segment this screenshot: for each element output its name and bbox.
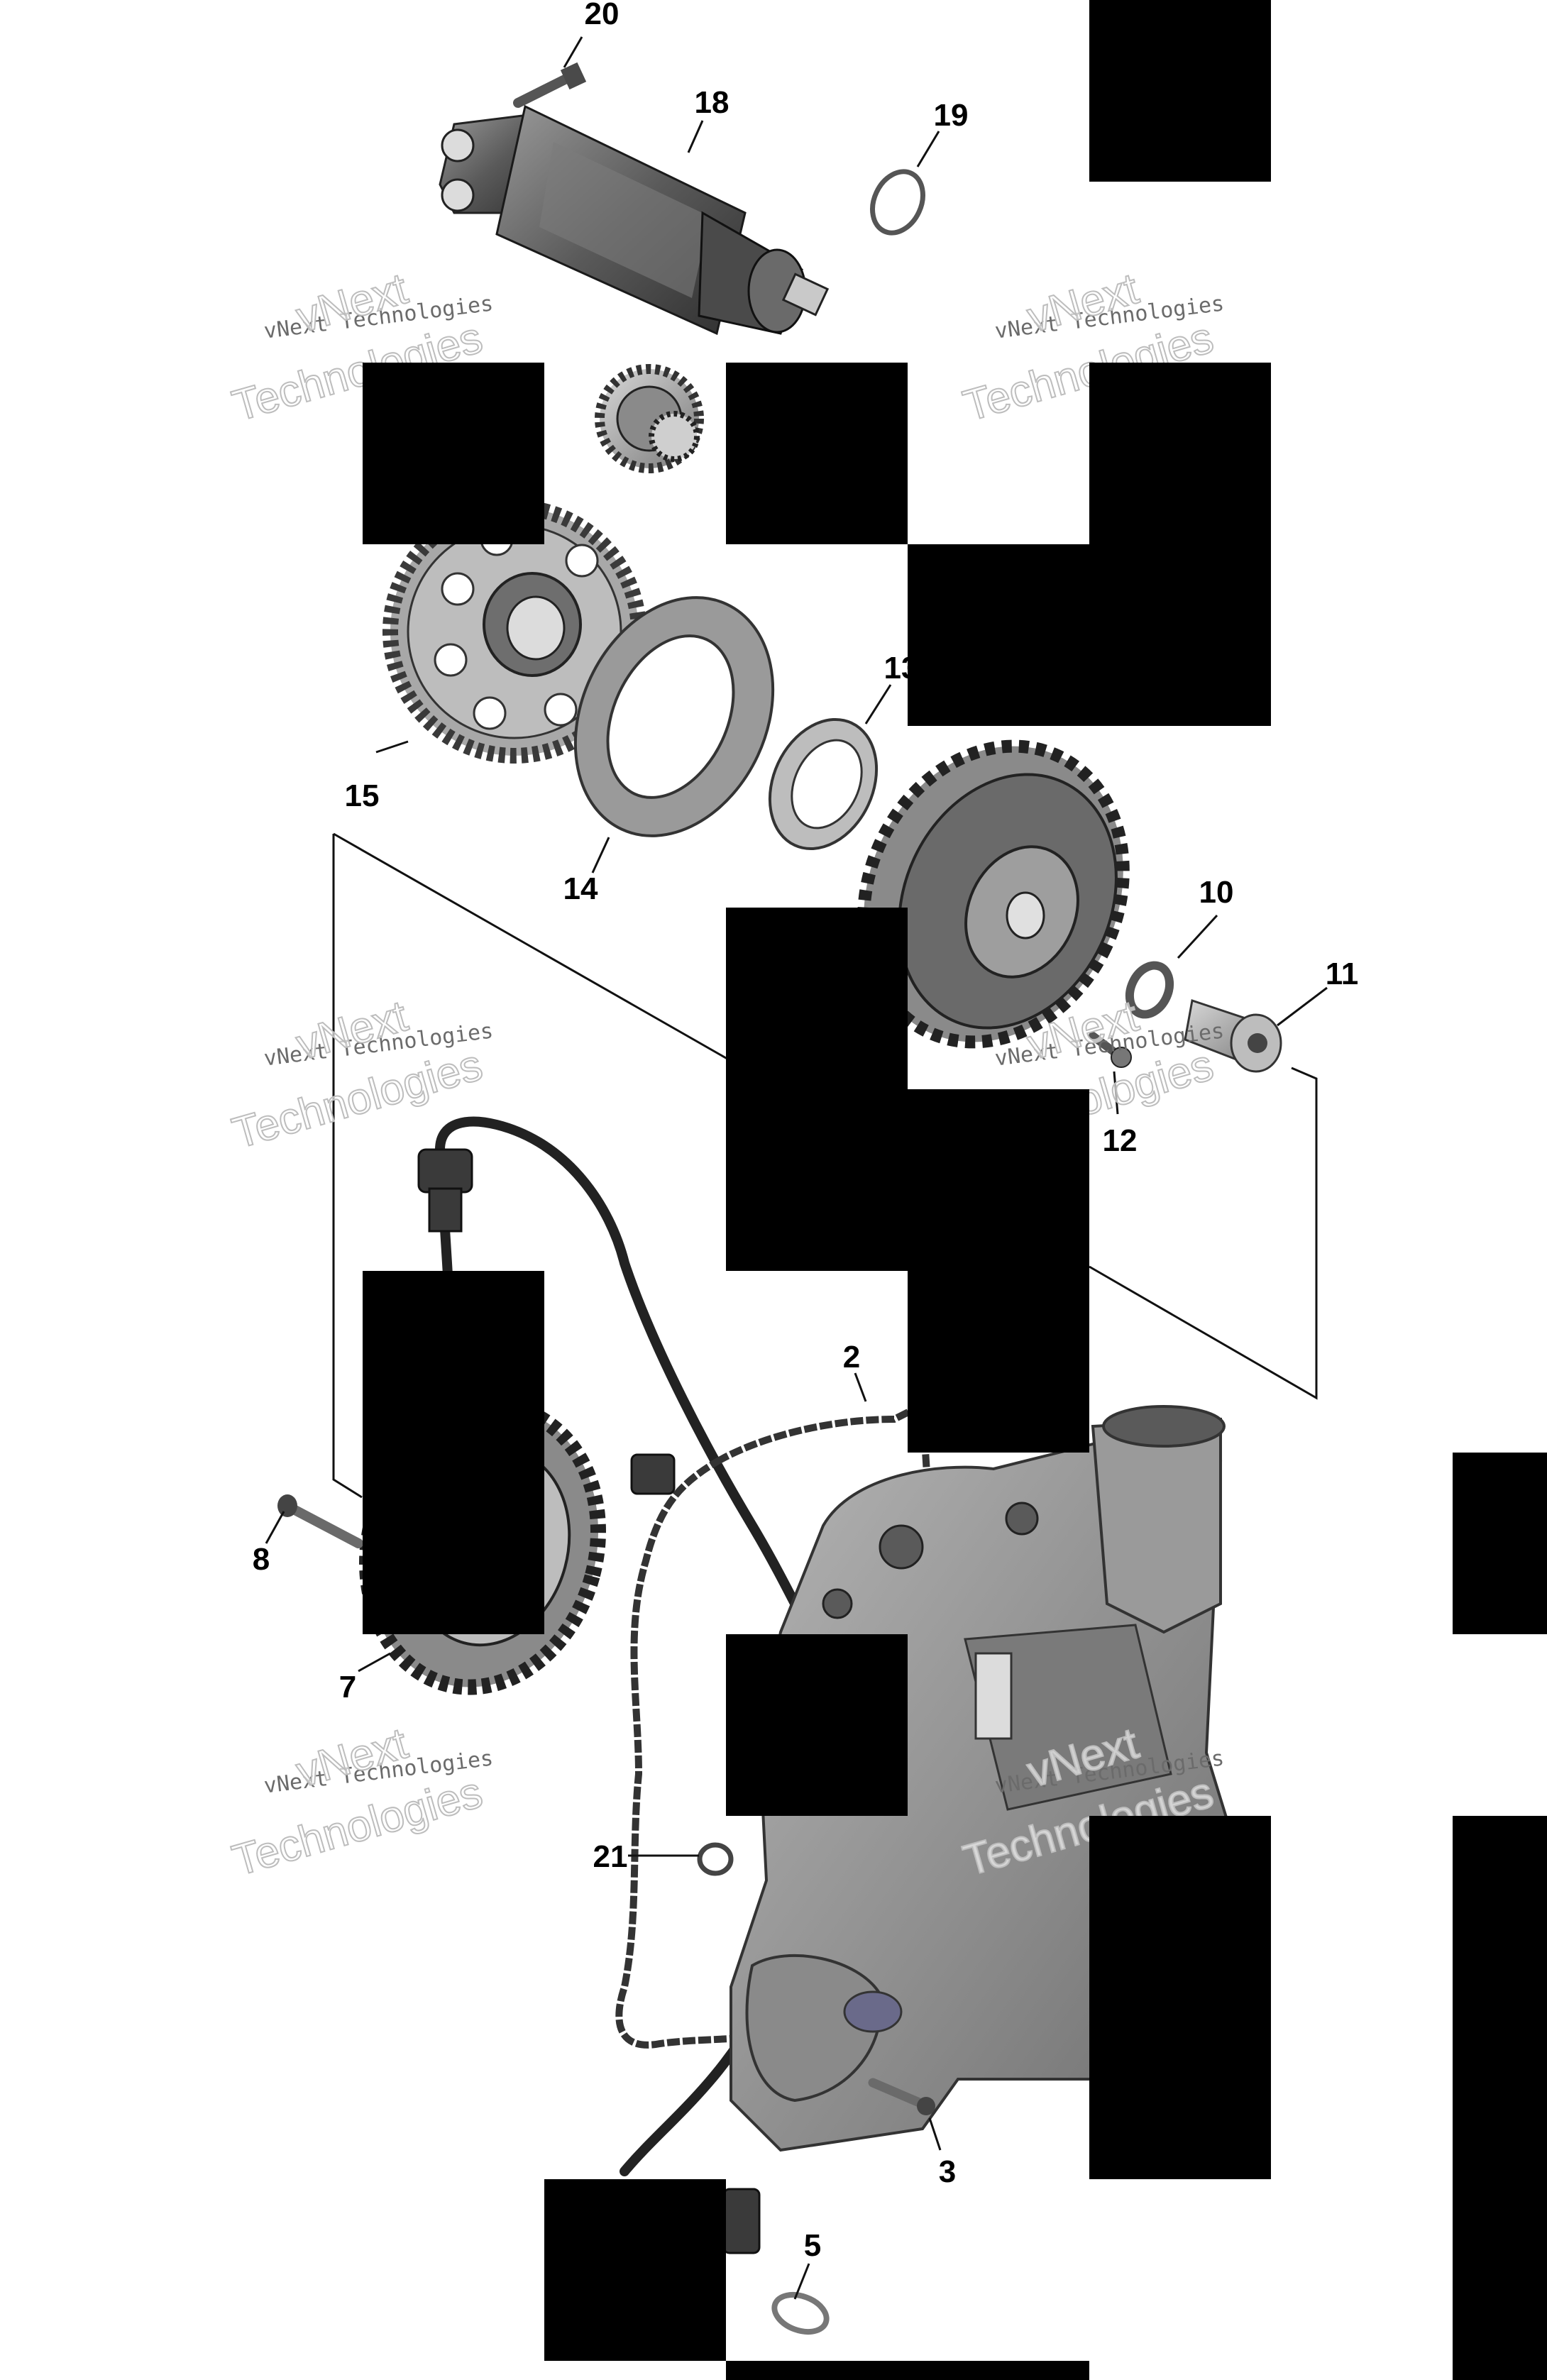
redaction-block	[1453, 1453, 1547, 1634]
callout-leaders	[265, 36, 1328, 2300]
callout-10: 10	[1199, 875, 1234, 910]
callout-18: 18	[694, 85, 730, 120]
redaction-block	[726, 908, 908, 1271]
part-18-starter-motor	[439, 104, 830, 336]
redaction-block	[1089, 0, 1271, 182]
part-12-screw	[1089, 1032, 1132, 1068]
callout-5: 5	[803, 2228, 822, 2263]
part-20-bolt	[513, 62, 587, 108]
part-10-washer	[1125, 961, 1174, 1019]
part-11-bolt	[1184, 999, 1282, 1073]
callout-11: 11	[1325, 957, 1359, 991]
part-intermediate-gear	[595, 364, 704, 473]
callout-21: 21	[593, 1839, 628, 1874]
redaction-block	[1089, 363, 1271, 544]
callout-19: 19	[933, 98, 969, 133]
callout-20: 20	[584, 0, 620, 31]
assembly-lines	[332, 832, 1318, 1499]
callout-2: 2	[842, 1340, 861, 1374]
part-flywheel-rotor	[857, 739, 1130, 1049]
redaction-block	[363, 363, 544, 544]
callout-7: 7	[338, 1670, 357, 1704]
redaction-block	[1453, 1816, 1547, 2380]
part-14-clutch-plate	[573, 596, 775, 837]
redaction-block	[544, 2179, 726, 2361]
part-5-o-ring	[771, 2291, 830, 2335]
redaction-block	[908, 1089, 1089, 1453]
redaction-block	[726, 363, 908, 544]
redaction-block	[363, 1271, 544, 1634]
part-19-o-ring	[870, 169, 925, 236]
part-13-bearing-ring	[768, 717, 879, 851]
redaction-block	[1089, 1816, 1271, 2179]
wiring-connector	[417, 1148, 761, 2254]
part-3-bolt	[868, 2078, 935, 2115]
redaction-block	[908, 544, 1271, 726]
part-21-clip	[697, 1842, 734, 1876]
part-8-bolt	[277, 1494, 363, 1548]
callout-8: 8	[252, 1542, 270, 1577]
callout-15: 15	[344, 778, 380, 813]
callout-3: 3	[938, 2154, 957, 2189]
redaction-block	[726, 2361, 1089, 2380]
redaction-block	[726, 1634, 908, 1816]
callout-12: 12	[1102, 1123, 1138, 1158]
callout-14: 14	[563, 871, 598, 906]
